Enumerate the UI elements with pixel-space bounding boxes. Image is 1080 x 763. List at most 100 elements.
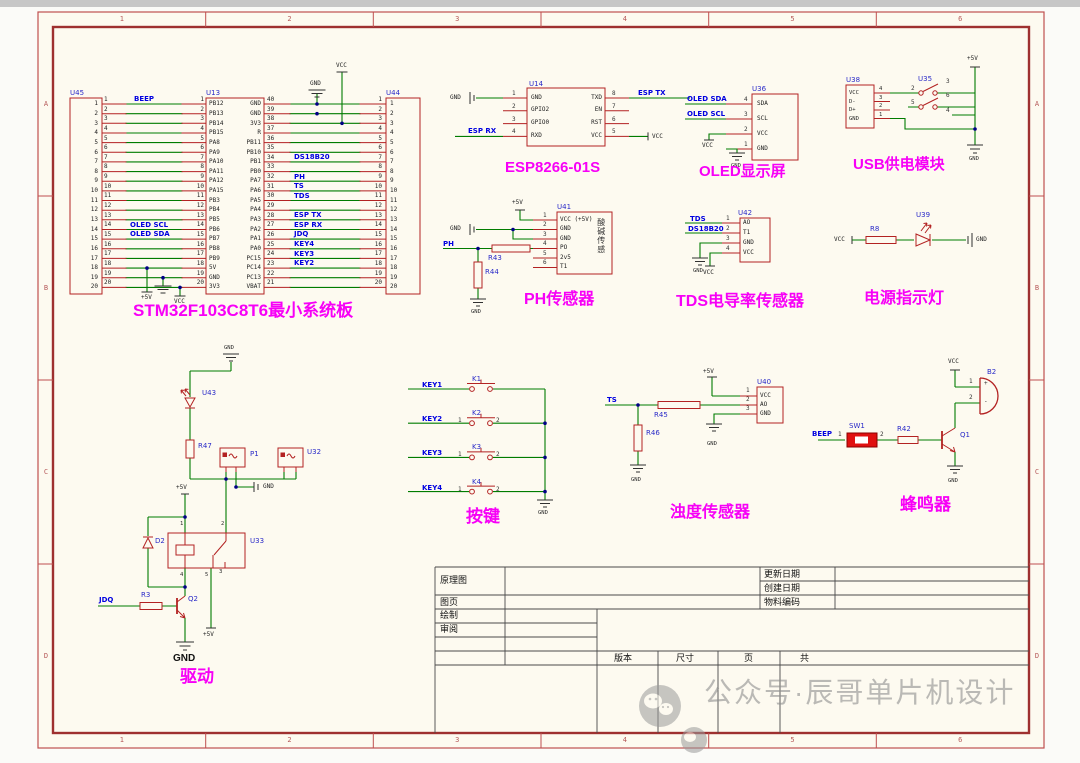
gnd-label: GND	[731, 163, 741, 169]
pin-number: 4	[104, 124, 108, 132]
pin-number: 17	[90, 254, 98, 262]
pin-number: 5	[104, 134, 108, 142]
pin-number: 14	[196, 221, 204, 229]
pin-number: 1	[543, 211, 547, 219]
ph-section	[443, 209, 613, 307]
pin-number: 15	[90, 235, 98, 243]
pin-name: VCC	[760, 391, 771, 399]
relay-pin-number: 4	[180, 572, 184, 578]
pin-number: 10	[90, 187, 98, 195]
gnd-label: GND	[450, 94, 461, 101]
zone-label: 3	[455, 15, 460, 23]
led-u39	[915, 222, 932, 247]
zone-label: 5	[790, 736, 795, 744]
pin-number: 4	[378, 124, 382, 132]
pin-name: PA1	[250, 235, 261, 243]
pin-number: 5	[612, 128, 616, 136]
pin-number: 1	[746, 387, 750, 394]
zone-label: 4	[622, 15, 627, 23]
designator-key: K3	[472, 443, 482, 452]
section-title-tds: TDS电导率传感器	[676, 293, 805, 310]
pin-number: 33	[267, 163, 275, 171]
pin-number: 13	[390, 215, 398, 223]
pin-number: 10	[374, 182, 382, 190]
designator-b2: B2	[987, 368, 997, 376]
pin-number: 12	[90, 206, 98, 214]
pin-number: 17	[104, 250, 112, 258]
switch-pin-number: 4	[946, 107, 950, 114]
pin-number: 3	[512, 115, 516, 123]
relay-u33-body	[167, 532, 246, 569]
designator-r8: R8	[870, 225, 880, 233]
pin-name: PA6	[250, 187, 261, 195]
pin-number: 23	[267, 259, 275, 267]
zone-label: B	[43, 283, 49, 292]
pin-name: PA9	[209, 148, 220, 156]
relay-pin-number: 1	[180, 521, 184, 527]
pin-number: 3	[543, 230, 547, 238]
designator-d2: D2	[155, 537, 165, 545]
pin-number: 3	[746, 405, 750, 412]
designator-u33: U33	[250, 537, 265, 545]
pin-number: 8	[378, 163, 382, 171]
pin-name: GND	[560, 234, 571, 242]
tds-section	[685, 217, 771, 267]
net-label-key: KEY4	[422, 483, 443, 492]
usb-section	[845, 66, 983, 154]
stm32-pin-stubs	[101, 103, 387, 288]
u36-chip-body	[751, 93, 799, 161]
pin-number: 7	[612, 102, 616, 110]
titleblock-drawn-label: 绘制	[440, 610, 459, 620]
p5v-label: +5V	[176, 484, 187, 491]
pin-number: 11	[390, 196, 398, 204]
section-title-turbidity: 浊度传感器	[670, 504, 751, 521]
titleblock-updated-label: 更新日期	[764, 569, 801, 579]
pin-number: 17	[196, 250, 204, 258]
u14-chip-body	[526, 87, 606, 147]
pin-number: 4	[94, 129, 98, 137]
zone-label: 4	[622, 736, 627, 744]
chip-inner-label: 酸碱传感	[596, 218, 606, 254]
pin-number: 2	[390, 109, 394, 117]
p5v-label: +5V	[141, 294, 152, 301]
pin-number: 4	[879, 86, 883, 92]
net-label-ph: PH	[294, 172, 305, 181]
designator-u44: U44	[386, 89, 401, 97]
pin-number: 3	[378, 115, 382, 123]
gnd-symbol	[729, 152, 745, 161]
designator-u39: U39	[916, 211, 931, 219]
net-label-ph: PH	[443, 239, 454, 248]
pin-number: 1	[838, 431, 842, 438]
gnd-label: GND	[631, 477, 641, 483]
pin-number: 2	[496, 451, 500, 459]
u13-chip-body	[205, 97, 265, 295]
gnd-port-symbol	[253, 482, 259, 492]
zone-label: 6	[958, 15, 963, 23]
zone-label: C	[43, 467, 49, 476]
gnd-label: GND	[450, 225, 461, 232]
net-label-beep: BEEP	[812, 430, 833, 438]
u38-chip-body	[845, 84, 875, 129]
pin-number: 14	[374, 221, 382, 229]
pin-number: 9	[390, 177, 394, 185]
pin-number: 3	[200, 115, 204, 123]
gnd-port-symbol	[967, 233, 973, 247]
pin-number: 20	[104, 279, 112, 287]
pin-name: AO	[760, 400, 768, 408]
pin-number: 2	[512, 102, 516, 110]
pin-name: PB12	[209, 100, 224, 108]
net-label-oled-scl: OLED SCL	[130, 220, 169, 229]
section-title-esp: ESP8266-01S	[505, 159, 601, 176]
net-label-esp-rx: ESP RX	[468, 127, 497, 135]
pin-number: 4	[390, 129, 394, 137]
net-label-key3: KEY3	[294, 249, 315, 258]
net-label-ds18b20: DS18B20	[294, 153, 330, 161]
pin-number: 8	[94, 167, 98, 175]
pin-number: 2	[543, 221, 547, 228]
pin-name: T1	[560, 263, 568, 270]
designator-r42: R42	[897, 425, 911, 433]
